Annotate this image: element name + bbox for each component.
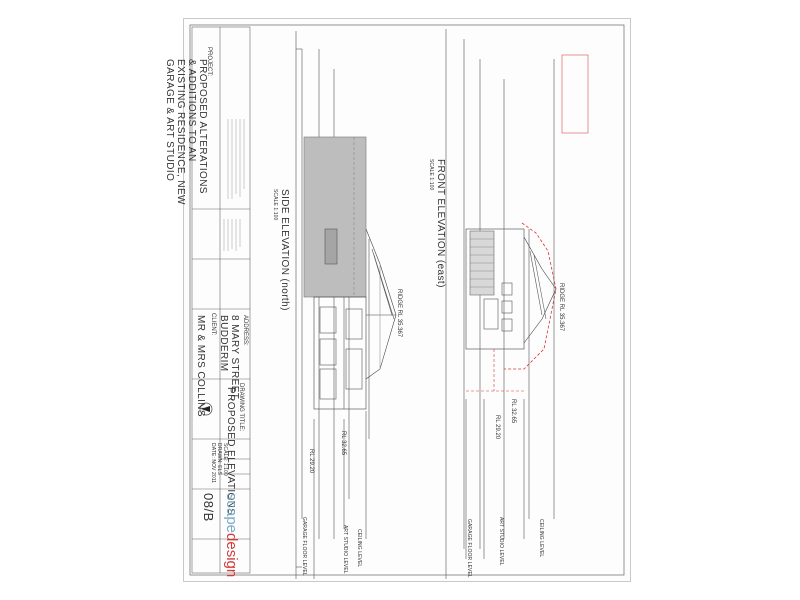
side-elevation <box>295 31 397 579</box>
client-label: CLIENT: <box>210 313 216 336</box>
north-arrow-icon <box>199 402 213 416</box>
front-elevation <box>445 29 557 579</box>
side-elevation-scale: SCALE 1:100 <box>272 189 278 221</box>
garage-floor-side: GARAGE FLOOR LEVEL <box>301 517 307 576</box>
logo-scape-text: scape <box>223 493 240 534</box>
rl-side-2: RL 29.20 <box>308 449 314 474</box>
address-label: ADDRESS: <box>242 315 248 346</box>
front-elevation-title: FRONT ELEVATION (east) <box>435 159 446 288</box>
rl-front-1: RL 32.65 <box>510 399 516 424</box>
ridge-label-side: RIDGE RL 35.367 <box>396 289 402 338</box>
project-line-2: & ADDITIONS TO AN <box>186 59 197 162</box>
title-block <box>191 26 251 574</box>
project-line-3: EXISTING RESIDENCE, NEW <box>175 59 186 205</box>
rl-front-2: RL 29.20 <box>494 415 500 440</box>
note-box <box>561 54 589 134</box>
elevation-drawing <box>189 24 625 579</box>
logo-design-text: design <box>223 533 240 578</box>
drawing-sheet: PROJECT: PROPOSED ALTERATIONS & ADDITION… <box>164 18 631 582</box>
company-logo: scapedesign <box>223 493 240 577</box>
project-line-1: PROPOSED ALTERATIONS <box>197 59 208 194</box>
art-studio-side: ART STUDIO LEVEL <box>342 525 348 574</box>
ceiling-side: CEILING LEVEL <box>356 529 362 568</box>
project-title: PROPOSED ALTERATIONS & ADDITIONS TO AN E… <box>164 59 208 205</box>
scale-label: SCALE: 1:100 <box>222 443 228 476</box>
side-elevation-title: SIDE ELEVATION (north) <box>279 189 290 311</box>
sheet-number: 08/B <box>201 493 216 522</box>
ridge-label-front: RIDGE RL 35.367 <box>558 283 564 332</box>
front-elevation-scale: SCALE 1:100 <box>428 159 434 191</box>
ceiling-front: CEILING LEVEL <box>538 519 544 558</box>
date-label: DATE: NOV 2011 <box>210 443 216 484</box>
rl-side-1: RL 32.65 <box>340 431 346 456</box>
project-line-4: GARAGE & ART STUDIO <box>164 59 175 182</box>
garage-floor-front: GARAGE FLOOR LEVEL <box>466 519 472 578</box>
drawing-title-label: DRAWING TITLE: <box>238 383 244 432</box>
client-name: MR & MRS COLLINS <box>195 315 206 417</box>
drawn-label: DRAWN: ELS <box>216 443 222 475</box>
art-studio-front: ART STUDIO LEVEL <box>498 517 504 566</box>
